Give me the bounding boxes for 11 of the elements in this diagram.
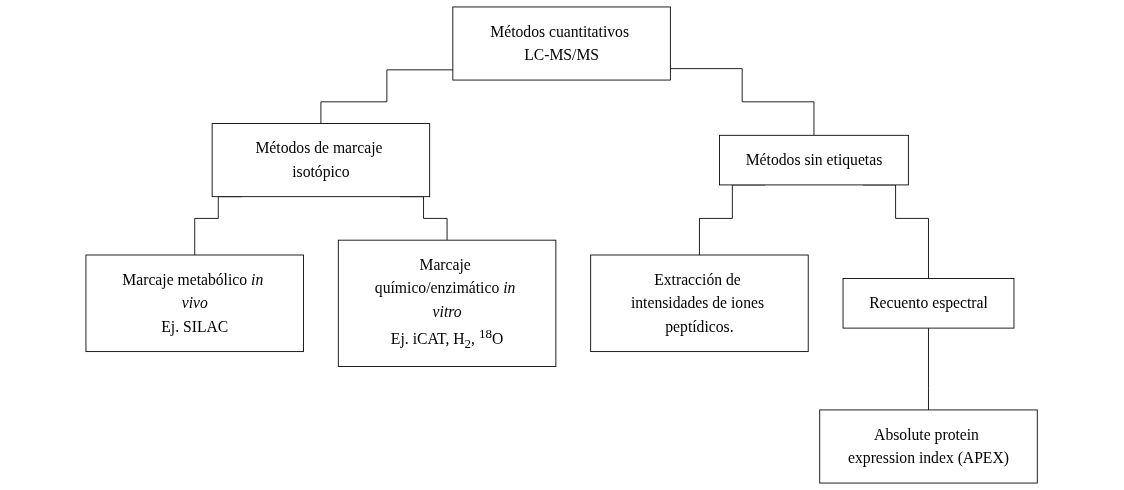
node-box: Métodos sin etiquetas — [719, 134, 910, 186]
node-box: Recuento espectral — [842, 278, 1015, 329]
node-box: Marcaje químico/enzimático in vitro Ej. iCAT, H$_{2}$, $^{18}$O — [338, 239, 557, 367]
node-box: Extracción de intensidades de iones peptídicos. — [590, 254, 810, 353]
connector — [670, 68, 815, 136]
node-box: Absolute protein expression index (APEX) — [819, 409, 1039, 484]
node-box: Marcaje metabólico in vivo Ej. SILAC — [85, 254, 305, 353]
connector — [928, 327, 930, 411]
connector — [320, 69, 454, 124]
node-box: Métodos cuantitativos LC-MS/MS — [452, 6, 672, 81]
node-box: Métodos de marcaje isotópico — [212, 123, 431, 198]
